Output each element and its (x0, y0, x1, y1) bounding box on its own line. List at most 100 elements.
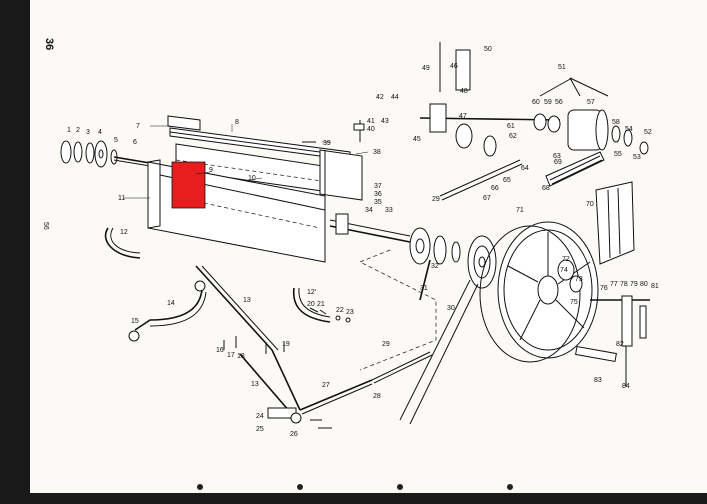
callout-13-lower: 13 (251, 381, 259, 388)
callout-3: 3 (86, 129, 90, 136)
callout-30: 30 (447, 305, 455, 312)
callout-69: 69 (554, 159, 562, 166)
callout-15: 15 (131, 318, 139, 325)
callout-17: 17 (227, 352, 235, 359)
callout-48: 48 (460, 88, 468, 95)
callout-10: 10 (248, 175, 256, 182)
callout-53: 53 (633, 154, 641, 161)
callout-84: 84 (622, 383, 630, 390)
callout-82: 82 (616, 341, 624, 348)
callout-31: 31 (420, 285, 428, 292)
callout-49: 49 (422, 65, 430, 72)
callout-7: 7 (136, 123, 140, 130)
callout-26: 26 (290, 431, 298, 438)
callout-18: 18 (237, 353, 245, 360)
lever-arm-assembly (128, 265, 433, 429)
callout-65: 65 (503, 177, 511, 184)
callout-29: 29 (382, 341, 390, 348)
callout-51: 51 (558, 64, 566, 71)
callout-35: 35 (374, 199, 382, 206)
callout-8: 8 (235, 119, 239, 126)
callout-75: 75 (570, 299, 578, 306)
callout-28: 28 (373, 393, 381, 400)
callout-77: 77 (610, 281, 618, 288)
callout-62: 62 (509, 133, 517, 140)
callout-16: 16 (216, 347, 224, 354)
callout-42: 42 (376, 94, 384, 101)
callout-34: 34 (365, 207, 373, 214)
callout-72: 72 (562, 256, 570, 263)
callout-45: 45 (413, 136, 421, 143)
callout-21: 21 (317, 301, 325, 308)
callout-57: 57 (587, 99, 595, 106)
callout-29-upper: 29 (432, 196, 440, 203)
callout-76: 76 (600, 285, 608, 292)
page-number: 36 (43, 38, 55, 50)
callout-labels: 1 2 3 4 5 6 7 8 9 10 11 12 12' 13 13 14 … (67, 46, 659, 438)
drive-belt (399, 279, 471, 421)
callout-61: 61 (507, 123, 515, 130)
callout-63: 63 (553, 153, 561, 160)
callout-12: 12 (120, 229, 128, 236)
callout-50: 50 (484, 46, 492, 53)
callout-13: 13 (243, 297, 251, 304)
callout-66: 66 (491, 185, 499, 192)
callout-44: 44 (391, 94, 399, 101)
callout-1: 1 (67, 127, 71, 134)
highlighted-part-9 (171, 161, 206, 209)
callout-36: 36 (374, 191, 382, 198)
callout-80: 80 (640, 281, 648, 288)
callout-41: 41 (367, 118, 375, 125)
callout-25: 25 (256, 426, 264, 433)
callout-5: 5 (114, 137, 118, 144)
callout-4: 4 (98, 129, 102, 136)
side-mark: 56 (42, 222, 49, 230)
callout-78: 78 (620, 281, 628, 288)
callout-83: 83 (594, 377, 602, 384)
callout-58: 58 (612, 119, 620, 126)
callout-12-prime: 12' (307, 289, 316, 296)
callout-39: 39 (323, 140, 331, 147)
upper-shaft-assembly (419, 42, 649, 157)
callout-64: 64 (521, 165, 529, 172)
leader-lines (124, 124, 369, 199)
callout-55: 55 (614, 151, 622, 158)
callout-47: 47 (459, 113, 467, 120)
large-wheel (479, 221, 599, 363)
callout-23: 23 (346, 309, 354, 316)
callout-6: 6 (133, 139, 137, 146)
callout-20: 20 (307, 301, 315, 308)
chain-and-sprockets (439, 151, 635, 265)
callout-71: 71 (516, 207, 524, 214)
callout-73: 73 (575, 276, 583, 283)
callout-19: 19 (282, 341, 290, 348)
callout-46: 46 (450, 63, 458, 70)
paper-sheet (30, 0, 707, 493)
dashed-connector (359, 249, 437, 371)
callout-37: 37 (374, 183, 382, 190)
callout-52: 52 (644, 129, 652, 136)
punch-holes (197, 484, 513, 490)
callout-56: 56 (555, 99, 563, 106)
callout-74: 74 (560, 267, 568, 274)
callout-22: 22 (336, 307, 344, 314)
callout-67: 67 (483, 195, 491, 202)
callout-27: 27 (322, 382, 330, 389)
callout-40: 40 (367, 126, 375, 133)
center-hub-assembly (409, 227, 497, 301)
callout-43: 43 (381, 118, 389, 125)
callout-59: 59 (544, 99, 552, 106)
callout-38: 38 (373, 149, 381, 156)
callout-60: 60 (532, 99, 540, 106)
callout-79: 79 (630, 281, 638, 288)
callout-70: 70 (586, 201, 594, 208)
callout-81: 81 (651, 283, 659, 290)
callout-11: 11 (118, 195, 125, 202)
callout-14: 14 (167, 300, 175, 307)
callout-33: 33 (385, 207, 393, 214)
callout-24: 24 (256, 413, 264, 420)
drive-hub-assembly (60, 140, 151, 168)
hood-housing (147, 115, 411, 263)
callout-9: 9 (209, 167, 213, 174)
